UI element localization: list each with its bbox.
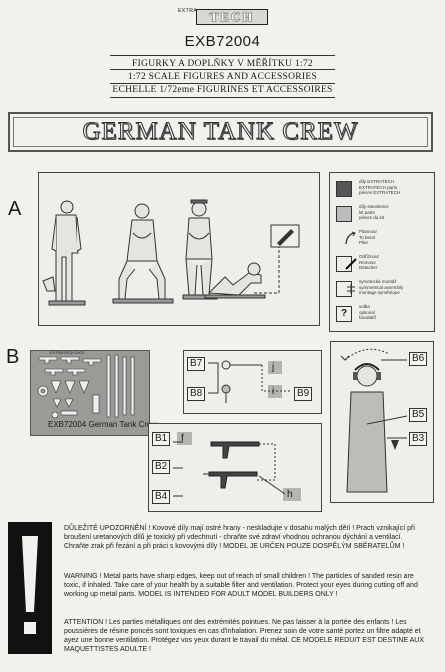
bend-icon	[336, 231, 356, 245]
warning-french: ATTENTION ! Les parties métalliques ont …	[64, 619, 425, 653]
legend-text: díly stavebnice kit parts pièces du kit	[359, 204, 389, 220]
part-label-b3: B3	[409, 432, 428, 446]
assembly-panel-figure: B6 B5 B3	[330, 341, 434, 503]
part-label-b5: B5	[409, 408, 428, 422]
section-a-label: A	[8, 198, 22, 220]
part-label-b6: B6	[409, 352, 428, 366]
symmetric-icon	[336, 281, 355, 297]
figures-illustration	[42, 199, 300, 306]
legend-item: díly stavebnice kit parts pièces du kit	[336, 204, 428, 228]
assembly-panel-b7-b9: B7 B8 B9 j i	[183, 350, 322, 414]
kit-part-tag-j: j	[268, 361, 283, 374]
warning-bar	[8, 522, 52, 654]
logo-box: TECH	[196, 9, 268, 25]
parts-b7-b9-illustration	[208, 360, 292, 403]
kit-part-icon	[336, 206, 352, 222]
part-label-b7: B7	[187, 357, 206, 371]
product-code: EXB72004	[184, 33, 261, 50]
logo-small-text: EXTRA	[178, 8, 198, 14]
legend-text: Odříznout Remove Détacher	[359, 254, 379, 270]
legend-text: volba optional facultatif	[359, 304, 376, 320]
part-label-b1: B1	[152, 432, 171, 446]
fret-label: EXB72004 German Tank Crew	[48, 420, 158, 429]
legend-text: díly EXTRATECH EXTRATECH parts pièces EX…	[359, 179, 401, 195]
legend-item: ? volba optional facultatif	[336, 304, 428, 328]
legend-item: symetrická montáž symmetrical assembly m…	[336, 279, 428, 303]
warning-czech: DŮLEŽITÉ UPOZORNĚNÍ ! Kovové díly mají o…	[64, 525, 415, 550]
legend-item: Plannour To bend Plier	[336, 229, 428, 253]
section-b-label: B	[6, 346, 20, 368]
subtitle-english: 1:72 SCALE FIGURES AND ACCESSORIES	[127, 72, 318, 82]
part-label-b2: B2	[152, 460, 171, 474]
legend-text: symetrická montáž symmetrical assembly m…	[359, 279, 404, 295]
exclamation-icon	[22, 536, 38, 634]
smg-illustration	[173, 441, 286, 497]
assembly-panel-smg: B1 B2 B4 f h	[148, 423, 322, 512]
part-label-b8: B8	[187, 387, 206, 401]
divider	[110, 55, 335, 56]
subtitle-french: ECHELLE 1/72eme FIGURINES ET ACCESSOIRES	[112, 85, 333, 95]
divider	[110, 83, 335, 84]
legend-item: díly EXTRATECH EXTRATECH parts pièces EX…	[336, 179, 428, 203]
figures-panel	[38, 172, 320, 326]
page-title: GERMAN TANK CREW	[82, 118, 359, 146]
fret-parts-illustration	[37, 354, 135, 419]
legend-item: Odříznout Remove Détacher	[336, 254, 428, 278]
remove-icon	[336, 256, 357, 272]
part-label-b4: B4	[152, 490, 171, 504]
part-icon	[336, 181, 352, 197]
crew-figure-illustration	[340, 348, 408, 493]
warning-english: WARNING ! Metal parts have sharp edges, …	[64, 573, 418, 598]
legend-text: Plannour To bend Plier	[359, 229, 378, 245]
title-frame	[8, 112, 433, 152]
divider	[110, 69, 335, 70]
divider	[110, 97, 335, 98]
kit-part-tag-h: h	[283, 488, 301, 501]
part-label-b9: B9	[294, 387, 313, 401]
optional-icon: ?	[336, 306, 352, 322]
photo-etch-fret	[30, 350, 150, 436]
subtitle-czech: FIGURKY A DOPLŇKY V MĚŘÍTKU 1:72	[132, 59, 313, 69]
fret-small-code: EXTRATECH 2003	[50, 350, 84, 355]
extratech-logo: EXTRA TECH	[178, 8, 268, 26]
legend-panel: díly EXTRATECH EXTRATECH parts pièces EX…	[329, 172, 435, 332]
